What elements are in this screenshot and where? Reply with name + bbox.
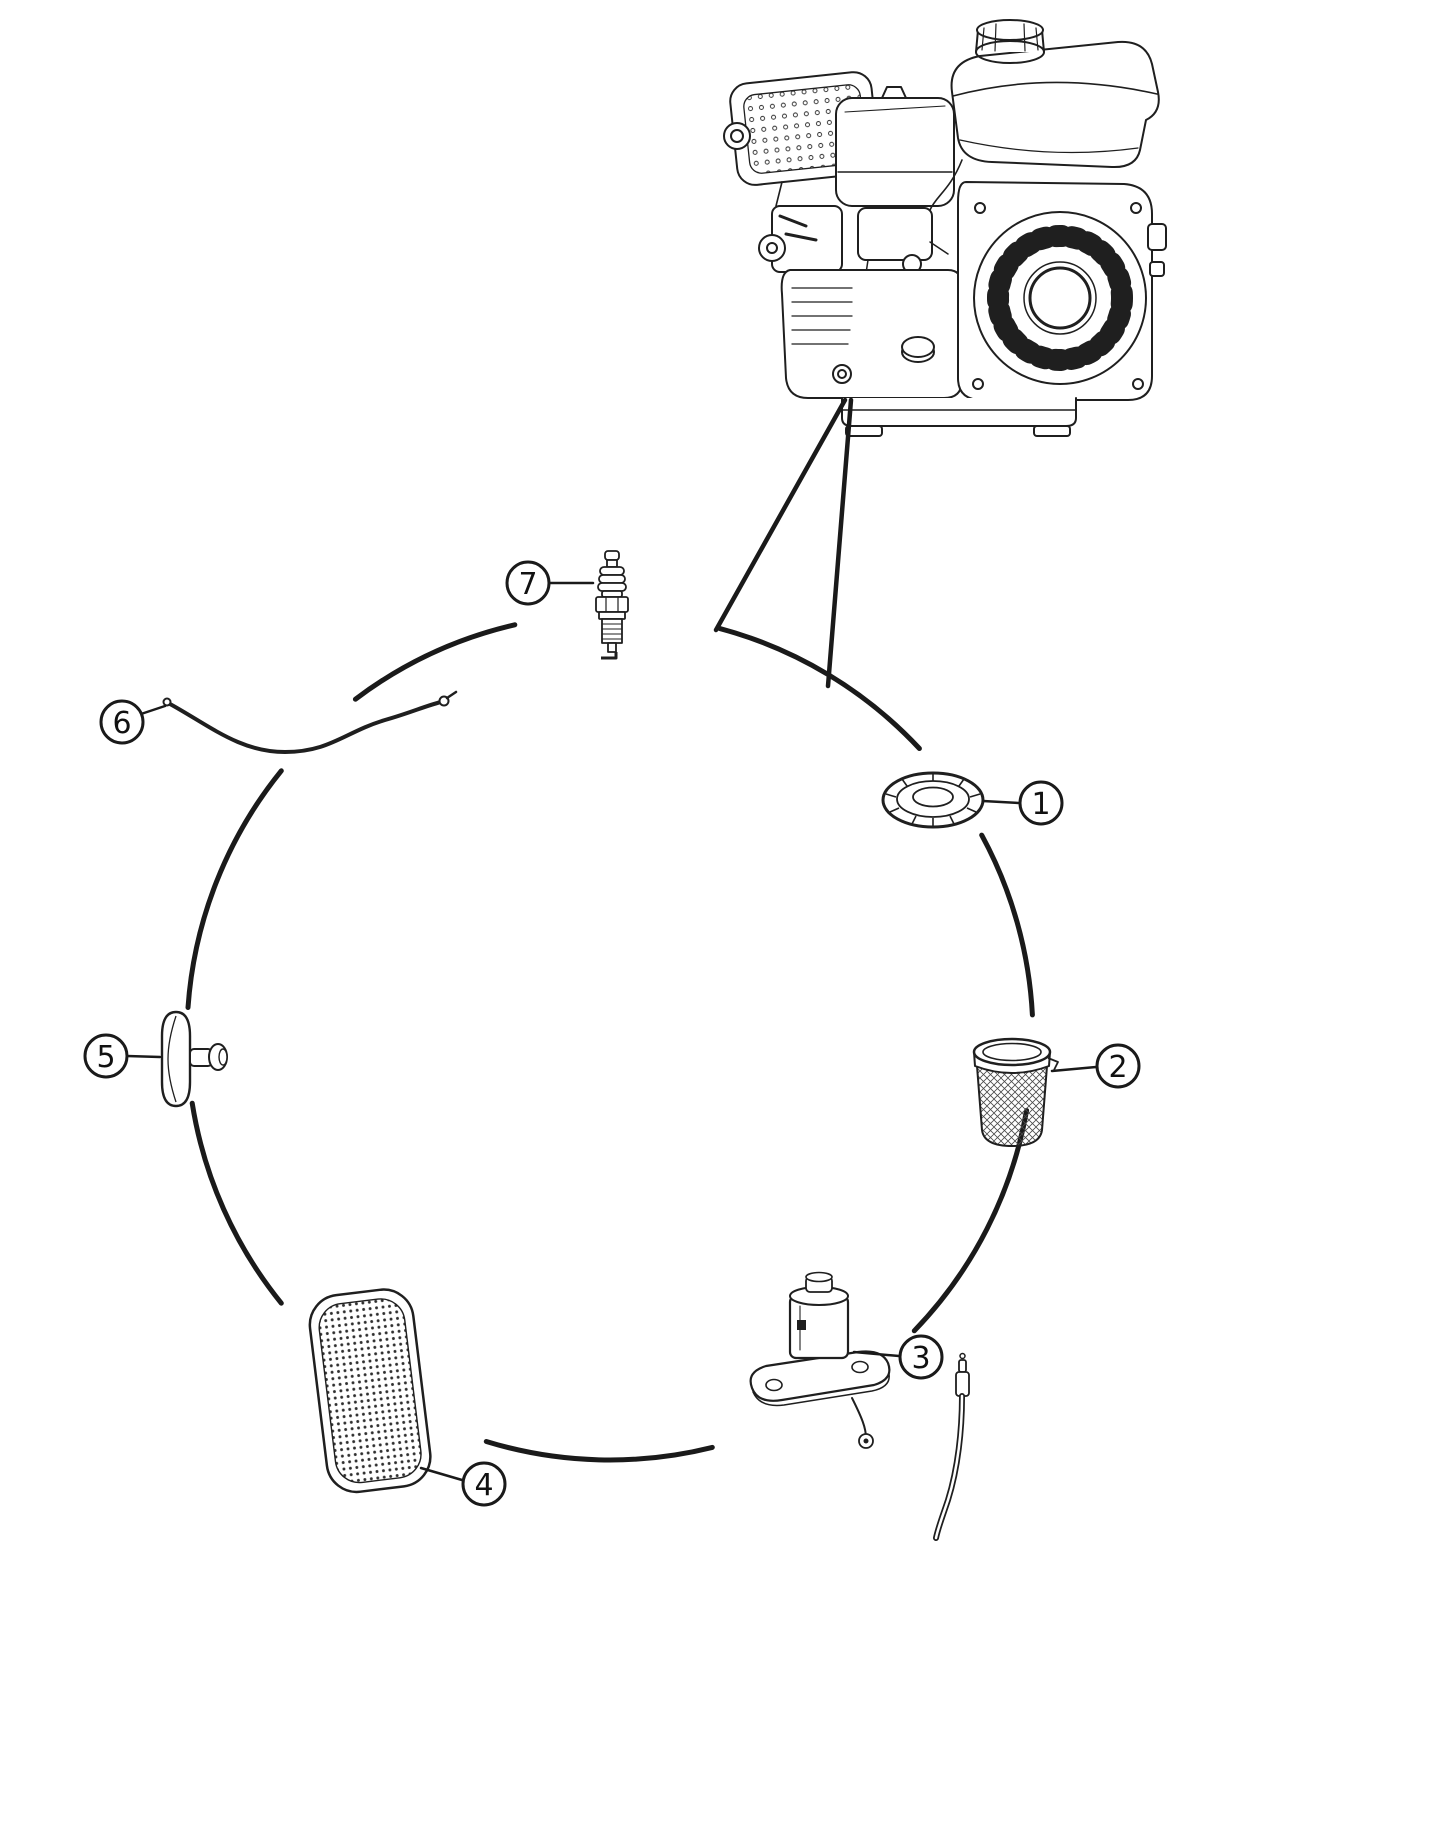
- callout-7: 7: [505, 560, 595, 606]
- callout-2: 2: [1050, 1043, 1141, 1089]
- callout-3: 3: [852, 1334, 944, 1380]
- callout-5: 5: [83, 1033, 162, 1079]
- callout-5-number: 5: [96, 1040, 115, 1075]
- engine-base: [841, 397, 1077, 437]
- callout-4: 4: [419, 1461, 507, 1507]
- carburetor: [857, 159, 963, 301]
- engine-leader-lines: [713, 397, 854, 689]
- crankcase: [780, 269, 963, 399]
- callout-1: 1: [981, 780, 1064, 826]
- control-bracket: [758, 205, 843, 273]
- callout-1-number: 1: [1031, 787, 1050, 822]
- throttle-cable-illustration: [162, 690, 458, 755]
- drain-knob-illustration: [160, 1010, 228, 1108]
- air-cleaner: [835, 86, 955, 207]
- air-filter-illustration: [308, 1288, 432, 1494]
- fuel-strainer-illustration: [972, 1037, 1059, 1147]
- callout-2-number: 2: [1108, 1050, 1127, 1085]
- fuel-tank: [950, 19, 1160, 169]
- callout-6: 6: [99, 699, 167, 745]
- fuel-tank-cap-illustration: [881, 771, 985, 829]
- fuel-solenoid-illustration: [749, 1271, 970, 1541]
- callout-3-number: 3: [911, 1341, 930, 1376]
- spark-plug-illustration: [595, 550, 629, 660]
- callout-6-number: 6: [112, 706, 131, 741]
- callout-4-number: 4: [474, 1468, 493, 1503]
- recoil-starter: [957, 181, 1167, 401]
- callouts: 1 2 3 4 5 6: [83, 560, 1141, 1507]
- callout-7-number: 7: [518, 567, 537, 602]
- engine-illustration: [723, 19, 1167, 437]
